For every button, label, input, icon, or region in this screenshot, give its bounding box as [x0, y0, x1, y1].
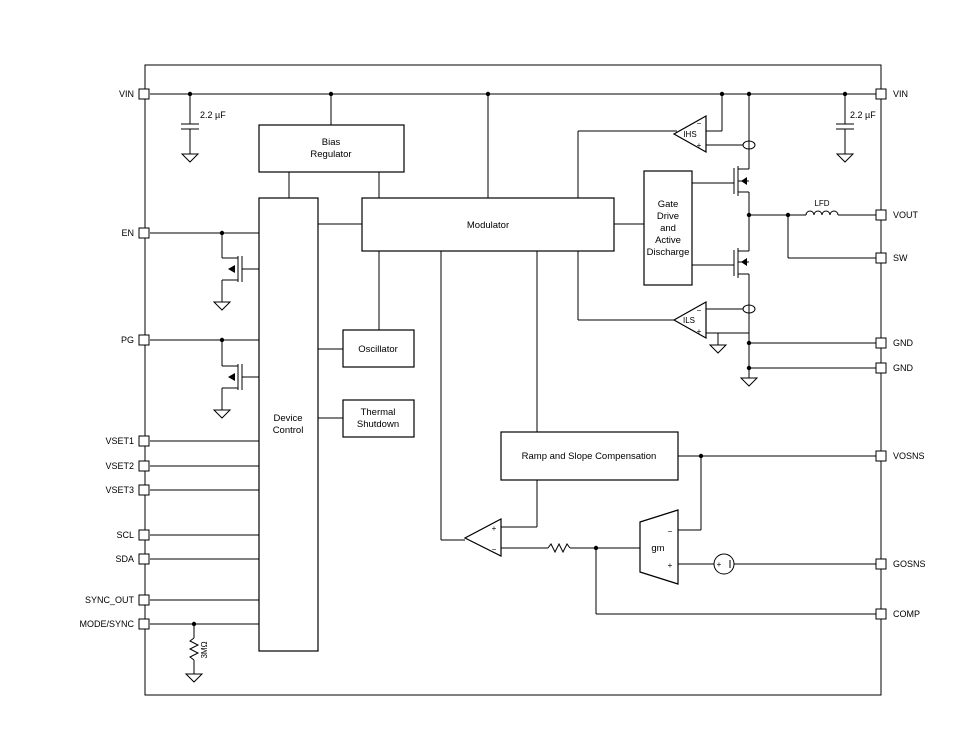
pin-vout: VOUT [893, 210, 919, 220]
left-pins [138, 88, 150, 630]
bias-regulator-block [258, 124, 405, 173]
ihs-minus: − [697, 119, 702, 128]
modulator-label: Modulator [467, 220, 509, 231]
bias-label-2: Regulator [310, 149, 351, 160]
oscillator-block [342, 329, 415, 368]
comparator-plus: + [492, 524, 497, 533]
pin-sda: SDA [115, 554, 134, 564]
pin-sw: SW [893, 253, 908, 263]
resistor-label: 3MΩ [200, 641, 209, 658]
ils-amplifier [672, 300, 707, 340]
ils-minus: − [697, 306, 702, 315]
pin-vset1: VSET1 [105, 436, 134, 446]
pin-en: EN [121, 228, 134, 238]
ihs-plus: + [697, 141, 702, 150]
pin-vosns: VOSNS [893, 451, 925, 461]
ramp-slope-block [500, 431, 679, 481]
pin-vset2: VSET2 [105, 461, 134, 471]
gm-plus: + [668, 561, 673, 570]
ihs-amplifier [672, 114, 707, 154]
gm-amplifier [639, 509, 679, 585]
pin-gnd-2: GND [893, 363, 914, 373]
pin-sync-out: SYNC_OUT [85, 595, 135, 605]
pwm-comparator [463, 518, 502, 557]
pin-vin-left: VIN [119, 89, 134, 99]
pin-gosns: GOSNS [893, 559, 926, 569]
pin-scl: SCL [116, 530, 134, 540]
offset-plus: + [717, 560, 722, 569]
thermal-shutdown-block [342, 399, 415, 438]
thermal-label-2: Shutdown [357, 419, 399, 430]
modulator-block [361, 197, 615, 252]
bias-label-1: Bias [322, 137, 341, 148]
chip-outline [144, 64, 882, 696]
gm-minus: − [668, 527, 673, 536]
pin-mode-sync: MODE/SYNC [79, 619, 134, 629]
device-label-1: Device [273, 413, 302, 424]
cap-right-label: 2.2 µF [850, 110, 876, 120]
ils-label: ILS [683, 316, 695, 325]
ihs-label: IHS [683, 130, 696, 139]
gate-label-4: Active [655, 235, 681, 246]
pin-vset3: VSET3 [105, 485, 134, 495]
ramp-label: Ramp and Slope Compensation [522, 451, 657, 462]
pin-comp: COMP [893, 609, 920, 619]
device-label-2: Control [273, 425, 304, 436]
pin-gnd-1: GND [893, 338, 914, 348]
right-pins [875, 88, 887, 620]
gate-label-3: and [660, 223, 676, 234]
gm-label: gm [651, 543, 664, 554]
pin-vin-right: VIN [893, 89, 908, 99]
comparator-minus: − [492, 545, 497, 554]
device-control-block [258, 197, 319, 652]
gate-label-2: Drive [657, 211, 679, 222]
gate-drive-block [643, 170, 693, 286]
inductor-label: LFD [814, 199, 829, 208]
pin-pg: PG [121, 335, 134, 345]
cap-left-label: 2.2 µF [200, 110, 226, 120]
gate-label-5: Discharge [647, 247, 690, 258]
thermal-label-1: Thermal [361, 407, 396, 418]
gate-label-1: Gate [658, 199, 679, 210]
ils-plus: + [697, 327, 702, 336]
oscillator-label: Oscillator [358, 344, 398, 355]
